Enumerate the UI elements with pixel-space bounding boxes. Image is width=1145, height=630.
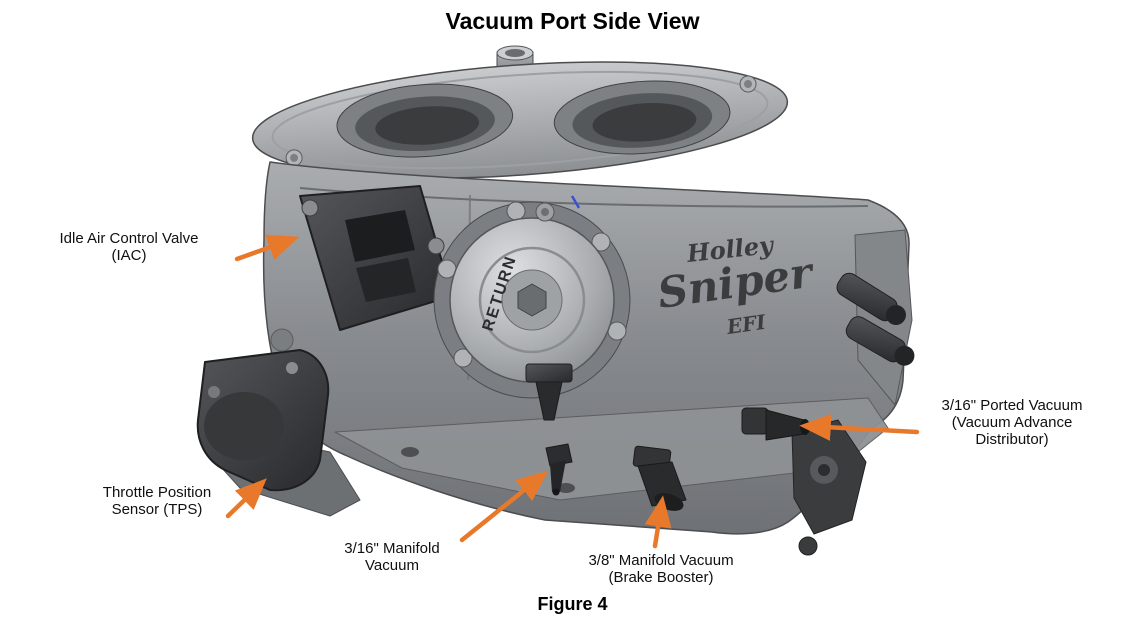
callout-line: 3/16" Ported Vacuum bbox=[941, 397, 1083, 414]
throttle-linkage bbox=[791, 419, 867, 556]
tps-arrow-icon bbox=[225, 478, 267, 519]
callout-line: (Brake Booster) bbox=[608, 568, 714, 586]
callout-arrows bbox=[225, 234, 920, 549]
iac-valve bbox=[299, 185, 453, 331]
iac-arrow-icon bbox=[234, 234, 300, 262]
fuel-inlet-fitting bbox=[525, 363, 573, 421]
throttle-body-group: Holley Sniper EFI bbox=[196, 45, 915, 556]
callout-tps: Throttle Position Sensor (TPS) bbox=[72, 484, 242, 519]
callout-line: Idle Air Control Valve bbox=[59, 230, 199, 247]
blue-mark bbox=[570, 195, 581, 209]
regulator-dome: RETURN bbox=[433, 201, 631, 399]
figure-caption: Figure 4 bbox=[537, 594, 608, 614]
sub-text: EFI bbox=[724, 310, 767, 339]
callout-line: (Vacuum Advance bbox=[951, 413, 1073, 431]
callout-manifold-316: 3/16" Manifold Vacuum bbox=[327, 540, 457, 575]
fuel-fitting-lower bbox=[845, 316, 915, 366]
page-title: Vacuum Port Side View bbox=[445, 8, 700, 34]
callout-iac: Idle Air Control Valve (IAC) bbox=[39, 230, 219, 265]
callout-line: Throttle Position bbox=[102, 484, 212, 501]
fuel-fitting-upper bbox=[836, 272, 906, 325]
callout-line: Distributor) bbox=[975, 430, 1049, 448]
tps-sensor bbox=[196, 349, 330, 492]
callout-line: Sensor (TPS) bbox=[111, 500, 203, 518]
callout-line: Vacuum bbox=[365, 556, 419, 574]
throttle-bore-flange bbox=[251, 61, 789, 179]
callout-ported-316: 3/16" Ported Vacuum (Vacuum Advance Dist… bbox=[917, 397, 1107, 448]
manifold-38-arrow-icon bbox=[644, 495, 672, 549]
manifold-vacuum-316-port bbox=[545, 443, 573, 496]
ported-316-arrow-icon bbox=[799, 413, 920, 441]
manifold-316-arrow-icon bbox=[459, 470, 549, 543]
callout-line: 3/8" Manifold Vacuum bbox=[588, 552, 734, 569]
callout-line: (IAC) bbox=[111, 246, 147, 264]
callout-line: 3/16" Manifold bbox=[344, 540, 440, 557]
callout-manifold-38: 3/8" Manifold Vacuum (Brake Booster) bbox=[576, 552, 746, 587]
